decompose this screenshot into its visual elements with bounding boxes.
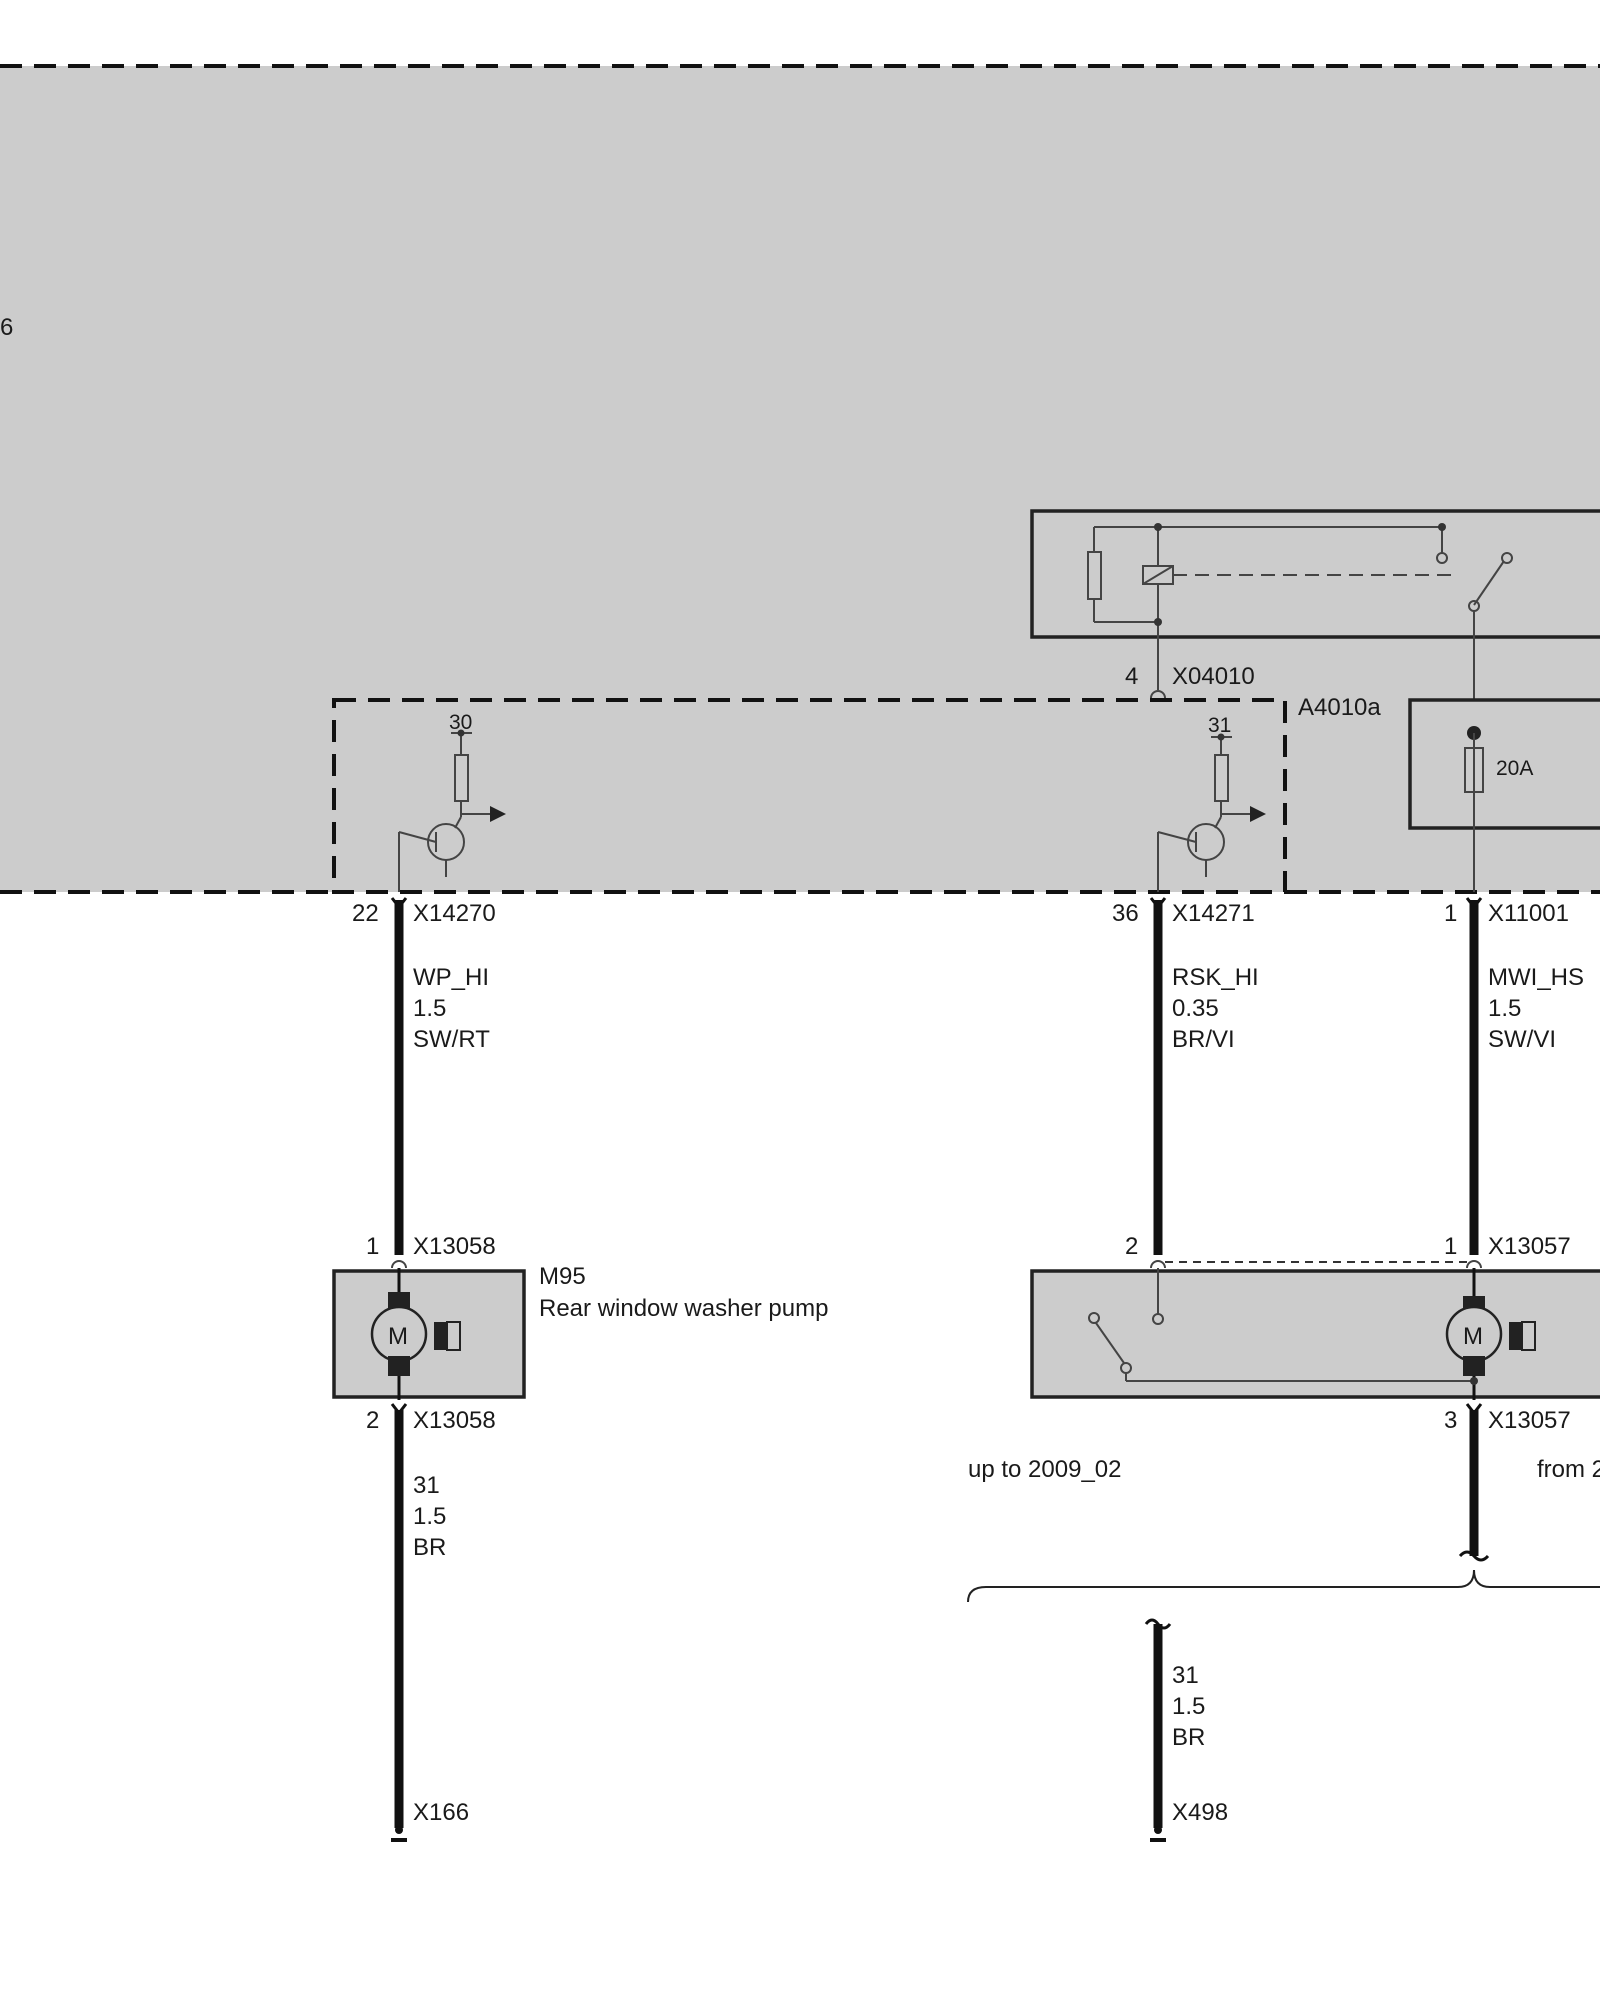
middle-wire-color: BR/VI bbox=[1172, 1026, 1235, 1053]
middle-bottom-pin: 2 bbox=[1125, 1233, 1138, 1260]
pump-symbol-outline bbox=[446, 1321, 461, 1351]
right-top-pin: 1 bbox=[1444, 900, 1457, 927]
right-pump-top-connector-icon bbox=[1466, 1260, 1482, 1269]
ground-wire-color: BR bbox=[1172, 1724, 1205, 1751]
middle-bottom-connector-icon bbox=[1150, 1260, 1166, 1269]
fuse-rating: 20A bbox=[1496, 757, 1533, 780]
left-pump-conn-top: X13058 bbox=[413, 1233, 496, 1260]
unit-border bbox=[332, 698, 1287, 894]
wiper-junction-node bbox=[1470, 1377, 1478, 1385]
left-pump-top-connector-icon bbox=[391, 1260, 407, 1269]
right-pump-conn-bottom: X13057 bbox=[1488, 1407, 1571, 1434]
relay-connector-label: X04010 bbox=[1172, 663, 1255, 690]
unit-label: A4010a bbox=[1298, 694, 1381, 721]
relay-node-1 bbox=[1154, 523, 1162, 531]
left-wire1-size: 1.5 bbox=[413, 995, 446, 1022]
right-wire-size: 1.5 bbox=[1488, 995, 1521, 1022]
wiper-symbol-outline bbox=[1521, 1321, 1536, 1351]
variant-left-label: up to 2009_02 bbox=[968, 1456, 1121, 1483]
right-pump-conn-top: X13057 bbox=[1488, 1233, 1571, 1260]
pump-symbol-solid bbox=[434, 1322, 447, 1350]
pump-motor-brush-bottom bbox=[388, 1356, 410, 1376]
left-pump-pin-top: 1 bbox=[366, 1233, 379, 1260]
left-wire2-signal: 31 bbox=[413, 1472, 440, 1499]
washer-pump-box bbox=[332, 1269, 526, 1399]
middle-wire-signal: RSK_HI bbox=[1172, 964, 1259, 991]
left-wire1-signal: WP_HI bbox=[413, 964, 489, 991]
right-top-connector-icon bbox=[1465, 897, 1483, 910]
middle-output-arrow-icon bbox=[1250, 806, 1266, 822]
right-pump-pin-bottom: 3 bbox=[1444, 1407, 1457, 1434]
variant-right-label: from 2 bbox=[1537, 1456, 1600, 1483]
pump-motor-m-glyph: M bbox=[388, 1323, 408, 1350]
ground-dot-right bbox=[1154, 1826, 1162, 1834]
right-pump-pin-top: 1 bbox=[1444, 1233, 1457, 1260]
left-pump-pin-bottom: 2 bbox=[366, 1407, 379, 1434]
left-top-connector: X14270 bbox=[413, 900, 496, 927]
fuse-box bbox=[1408, 698, 1600, 830]
relay-connector-icon bbox=[1150, 690, 1166, 699]
middle-driver-node bbox=[1217, 733, 1225, 741]
left-driver-circuit bbox=[398, 732, 490, 892]
wiper-motor-brush-bottom bbox=[1463, 1356, 1485, 1376]
relay-node-2 bbox=[1438, 523, 1446, 531]
wire-break-icon bbox=[1458, 1550, 1490, 1562]
middle-top-pin: 36 bbox=[1112, 900, 1139, 927]
wiper-motor-m-glyph: M bbox=[1463, 1323, 1483, 1350]
left-top-pin: 22 bbox=[352, 900, 379, 927]
relay-pin-label: 4 bbox=[1125, 663, 1138, 690]
middle-driver-circuit bbox=[1157, 736, 1250, 892]
control-module-area bbox=[0, 66, 1600, 892]
ground-wire-signal: 31 bbox=[1172, 1662, 1199, 1689]
left-top-connector-icon bbox=[390, 897, 408, 910]
middle-wire-size: 0.35 bbox=[1172, 995, 1219, 1022]
left-pump-conn-bottom: X13058 bbox=[413, 1407, 496, 1434]
right-wire-color: SW/VI bbox=[1488, 1026, 1556, 1053]
left-driver-supply: 30 bbox=[449, 711, 472, 734]
ground-left-label: X166 bbox=[413, 1799, 469, 1826]
left-output-arrow-icon bbox=[490, 806, 506, 822]
wiper-symbol-solid bbox=[1509, 1322, 1522, 1350]
ground-wire-size: 1.5 bbox=[1172, 1693, 1205, 1720]
ground-dot-left bbox=[395, 1826, 403, 1834]
module-edge-label: 6 bbox=[0, 314, 13, 341]
wiper-switch-circuit bbox=[1088, 1268, 1474, 1382]
middle-driver-supply: 31 bbox=[1208, 714, 1231, 737]
ground-right-label: X498 bbox=[1172, 1799, 1228, 1826]
middle-top-connector-icon bbox=[1149, 897, 1167, 910]
middle-top-connector: X14271 bbox=[1172, 900, 1255, 927]
variant-brace bbox=[967, 1569, 1600, 1603]
left-wire2-color: BR bbox=[413, 1534, 446, 1561]
left-wire2-size: 1.5 bbox=[413, 1503, 446, 1530]
right-top-connector: X11001 bbox=[1488, 900, 1569, 927]
pump-description: Rear window washer pump bbox=[539, 1295, 828, 1322]
left-wire1-color: SW/RT bbox=[413, 1026, 490, 1053]
right-wire-signal: MWI_HS bbox=[1488, 964, 1584, 991]
relay-node-3 bbox=[1154, 618, 1162, 626]
left-driver-node bbox=[457, 729, 465, 737]
pump-id: M95 bbox=[539, 1263, 586, 1290]
